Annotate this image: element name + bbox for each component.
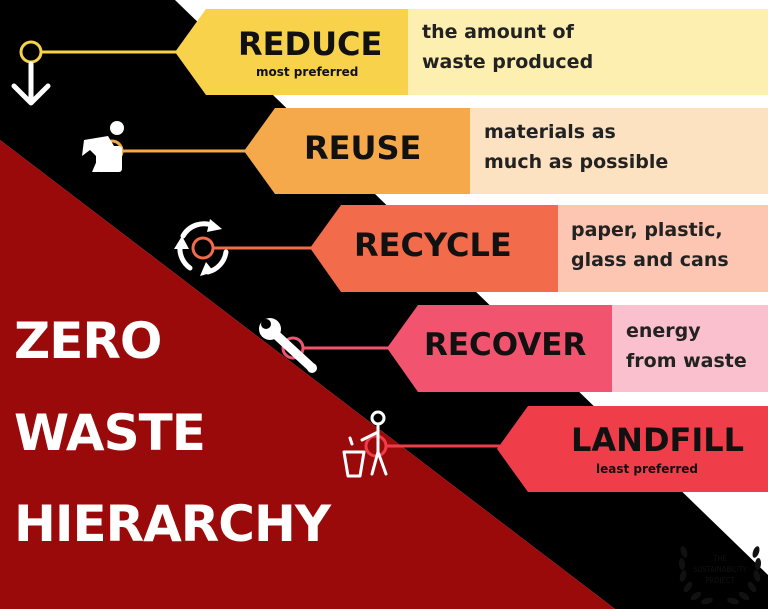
reuse-description-line2: much as possible — [484, 151, 669, 173]
reduce-title: REDUCE — [238, 25, 383, 63]
red-triangle — [0, 140, 615, 609]
reduce-description-line1: the amount of — [422, 21, 574, 43]
recover-tag — [387, 305, 612, 392]
recycle-title: RECYCLE — [354, 226, 512, 264]
recycle-description-line2: glass and cans — [571, 249, 729, 271]
laurel-wreath-icon — [678, 546, 762, 605]
reduce-description-box — [408, 9, 768, 95]
recover-description-line1: energy — [626, 320, 701, 342]
down-arrow-icon — [11, 61, 51, 106]
recover-description-box — [612, 305, 768, 392]
wrench-icon — [259, 318, 317, 373]
recycle-description-box — [558, 205, 768, 292]
landfill-title: LANDFILL — [571, 421, 745, 459]
reduce-tag — [175, 9, 408, 95]
landfill-subtitle: least preferred — [596, 462, 698, 476]
person-bin-icon — [82, 121, 124, 172]
reduce-subtitle: most preferred — [256, 65, 359, 79]
recycle-arrows-icon — [174, 219, 229, 276]
landfill-tag — [497, 406, 768, 492]
title-line-hierarchy: HIERARCHY — [14, 495, 331, 553]
recycle-description-line1: paper, plastic, — [571, 219, 723, 241]
reuse-description-line1: materials as — [484, 121, 616, 143]
recover-connector-dot — [281, 336, 305, 360]
recover-description-line2: from waste — [626, 350, 747, 372]
logo-text-the: THE — [713, 554, 727, 563]
reuse-title: REUSE — [304, 129, 422, 167]
reuse-tag — [244, 108, 470, 194]
reduce-description-line2: waste produced — [422, 51, 594, 73]
title-line-waste: WASTE — [14, 404, 206, 462]
reuse-description-box — [470, 108, 768, 194]
title-line-zero: ZERO — [14, 312, 162, 370]
recycle-connector-dot — [191, 236, 215, 260]
recycle-tag — [310, 205, 558, 292]
recover-title: RECOVER — [424, 327, 587, 363]
logo-text-project: PROJECT — [705, 576, 735, 585]
logo-text-sustainability: SUSTAINABILITY — [693, 565, 747, 574]
person-trash-icon — [342, 410, 388, 478]
